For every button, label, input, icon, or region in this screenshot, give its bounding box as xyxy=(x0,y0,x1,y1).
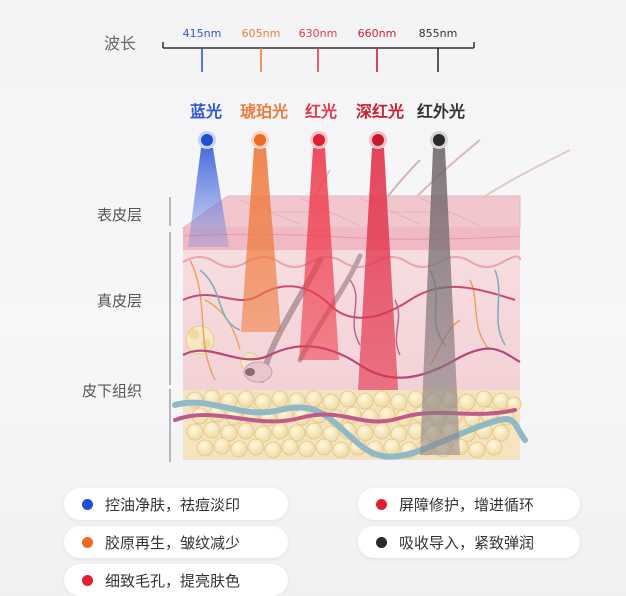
epidermis-front xyxy=(183,228,520,250)
sebaceous-gland xyxy=(185,325,215,355)
hair-bulb xyxy=(243,361,273,383)
bullet-dot xyxy=(82,574,93,586)
bullet-dot xyxy=(82,498,93,510)
nm-630: 630nm xyxy=(298,27,338,40)
nm-605: 605nm xyxy=(241,27,281,40)
light-name-red: 红光 xyxy=(304,102,338,121)
benefit-item-deep-red: 屏障修护，增进循环 xyxy=(358,488,580,520)
emitter-amber xyxy=(251,131,269,149)
layer-label-dermis: 真皮层 xyxy=(97,292,143,310)
benefit-item-infrared: 吸收导入，紧致弹润 xyxy=(358,526,580,558)
benefit-item-blue: 控油净肤，祛痘淡印 xyxy=(64,488,288,520)
skin-diagram xyxy=(169,131,571,462)
large-vein xyxy=(172,399,528,460)
light-name-blue: 蓝光 xyxy=(189,102,223,121)
epidermis-top xyxy=(183,196,520,228)
bullet-dot xyxy=(376,498,387,510)
benefit-text: 胶原再生，皱纹减少 xyxy=(105,533,241,552)
nm-660: 660nm xyxy=(357,27,397,40)
benefit-text: 细致毛孔，提亮肤色 xyxy=(105,571,241,590)
emitter-deep-red xyxy=(369,131,387,149)
capillary xyxy=(349,279,401,356)
light-name-amber: 琥珀光 xyxy=(239,102,289,121)
light-name-infrared: 红外光 xyxy=(416,102,466,121)
light-name-deep-red: 深红光 xyxy=(355,102,405,121)
bullet-dot xyxy=(376,536,387,548)
benefit-text: 控油净肤，祛痘淡印 xyxy=(105,495,241,514)
wavelength-label: 波长 xyxy=(104,34,137,53)
light-beam-blue xyxy=(188,148,229,247)
emitter-red xyxy=(310,131,328,149)
basal-membrane xyxy=(182,255,521,268)
light-beam-red xyxy=(299,148,339,360)
layer-label-epidermis: 表皮层 xyxy=(97,206,143,224)
nm-415: 415nm xyxy=(182,27,222,40)
light-beam-deep-red xyxy=(358,148,398,390)
bullet-dot xyxy=(82,536,93,548)
light-beam-amber xyxy=(241,148,281,332)
benefit-item-red: 细致毛孔，提亮肤色 xyxy=(64,564,288,596)
layer-label-subcutaneous: 皮下组织 xyxy=(82,382,143,400)
subcutaneous-fat xyxy=(172,389,528,460)
benefit-item-amber: 胶原再生，皱纹减少 xyxy=(64,526,288,558)
light-beam-infrared xyxy=(420,148,460,455)
benefit-text: 屏障修护，增进循环 xyxy=(399,495,535,514)
wavelength-scale xyxy=(162,42,475,72)
nm-855: 855nm xyxy=(418,27,458,40)
emitter-blue xyxy=(198,131,216,149)
emitter-infrared xyxy=(430,131,448,149)
benefit-text: 吸收导入，紧致弹润 xyxy=(399,533,535,552)
